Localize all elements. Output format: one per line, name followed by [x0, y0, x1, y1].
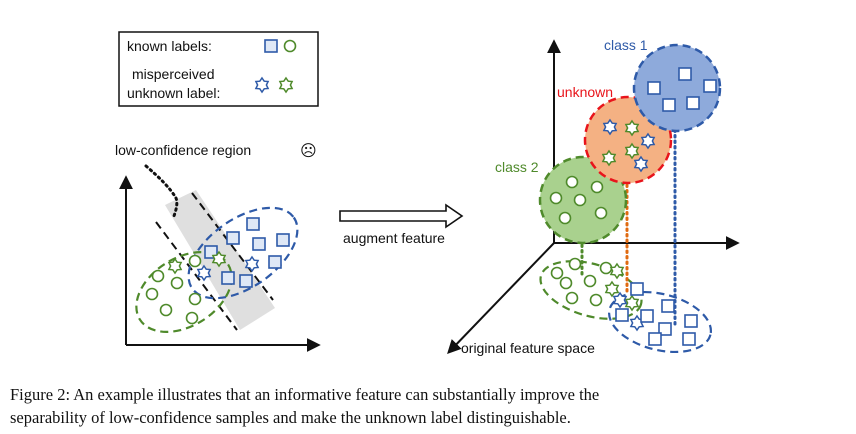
blue-square-point: [630, 282, 644, 296]
blue-square-point: [268, 255, 282, 269]
green-circle-point: [549, 191, 563, 205]
green-circle-point: [170, 276, 184, 290]
legend-square-icon: [264, 39, 278, 53]
blue-cluster-outline: [187, 206, 299, 300]
right-panel: class 2 unknown class 1 original feature…: [447, 37, 740, 356]
green-circle-point: [151, 269, 165, 283]
legend-misperceived: misperceived: [132, 66, 214, 82]
blue-square-point: [226, 231, 240, 245]
green-circle-point: [565, 291, 579, 305]
blue-square-point: [276, 233, 290, 247]
blue-square-point: [686, 96, 700, 110]
caption-line-1: Figure 2: An example illustrates that an…: [10, 385, 600, 404]
caption-line-2: separability of low-confidence samples a…: [10, 408, 571, 427]
green-circle-point: [568, 257, 582, 271]
legend-circle-icon: [283, 39, 297, 53]
blue-square-point: [661, 299, 675, 313]
green-circle-point: [145, 287, 159, 301]
blue-square-point: [678, 67, 692, 81]
blue-square-point: [252, 237, 266, 251]
sad-face-icon: ☹: [300, 143, 317, 160]
blue-square-point: [221, 271, 235, 285]
green-circle-point: [583, 274, 597, 288]
blue-square-point: [615, 308, 629, 322]
legend-known-labels: known labels:: [127, 38, 212, 54]
green-circle-point: [565, 175, 579, 189]
green-star-point: [625, 295, 639, 311]
green-projection-outline: [539, 260, 643, 320]
legend: known labels: misperceived unknown label…: [118, 31, 319, 107]
blue-square-point: [682, 332, 696, 346]
hollow-arrow-icon: [339, 203, 464, 229]
green-circle-point: [573, 193, 587, 207]
blue-projection-outline: [607, 290, 713, 354]
class2-label: class 2: [495, 159, 539, 175]
green-circle-point: [589, 293, 603, 307]
legend-unknown-label: unknown label:: [127, 85, 220, 101]
blue-square-point: [662, 98, 676, 112]
augment-feature-label: augment feature: [343, 230, 445, 246]
blue-square-point: [648, 332, 662, 346]
depth-axis: [447, 242, 555, 355]
green-circle-point: [185, 311, 199, 325]
green-circle-point: [159, 303, 173, 317]
band-boundary: [155, 221, 238, 331]
low-confidence-region-label: low-confidence region: [115, 142, 251, 158]
class1-label: class 1: [604, 37, 648, 53]
blue-square-point: [246, 217, 260, 231]
figure-caption: Figure 2: An example illustrates that an…: [10, 383, 850, 429]
original-feature-space-label: original feature space: [461, 340, 595, 356]
green-circle-point: [559, 276, 573, 290]
green-circle-point: [599, 261, 613, 275]
augment-arrow: augment feature: [339, 203, 464, 246]
blue-square-point: [239, 274, 253, 288]
green-circle-point: [550, 266, 564, 280]
green-star-point: [605, 281, 619, 297]
blue-square-point: [684, 314, 698, 328]
unknown-label: unknown: [557, 84, 613, 100]
blue-square-point: [640, 309, 654, 323]
green-circle-point: [558, 211, 572, 225]
green-circle-point: [188, 254, 202, 268]
left-panel: low-confidence region ☹: [115, 142, 321, 352]
blue-square-point: [647, 81, 661, 95]
dotted-trail: [144, 164, 179, 218]
green-circle-point: [590, 180, 604, 194]
green-circle-point: [188, 292, 202, 306]
green-circle-point: [594, 206, 608, 220]
blue-square-point: [703, 79, 717, 93]
